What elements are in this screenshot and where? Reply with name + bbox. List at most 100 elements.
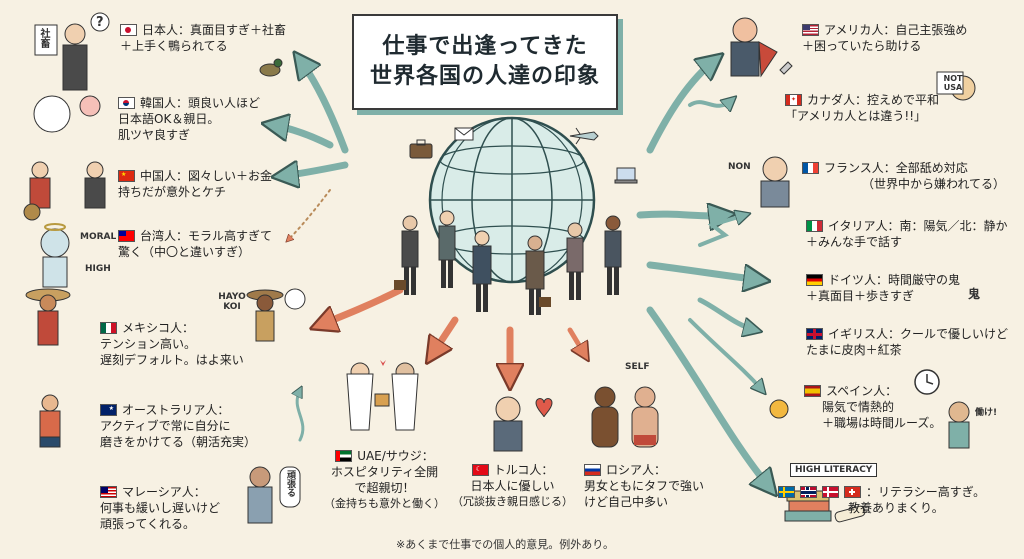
turkey-flag-icon: ☾ <box>471 464 489 476</box>
korea-line-3: 肌ツヤ良すぎ <box>118 128 191 142</box>
arrow-to-china <box>282 165 349 176</box>
australia-line-2: アクティブで常に自分に <box>100 419 231 433</box>
self-bubble: SELF <box>625 362 650 372</box>
australia-runner-figure <box>39 394 61 448</box>
uk-line-2: たまに皮肉＋紅茶 <box>806 343 902 357</box>
uae-line-4: （金持ちも意外と働く） <box>324 497 445 510</box>
arrow-to-mexico <box>320 286 404 325</box>
country-turkey: ☾ トルコ人： 日本人に優しい （冗談抜き親日感じる） <box>452 462 573 510</box>
turkey-line-2: 日本人に優しい <box>470 479 555 493</box>
japan-flag-icon <box>120 24 137 36</box>
mexico-flag-icon <box>100 322 117 334</box>
high-label: HIGH <box>85 264 111 274</box>
arrow-to-usa <box>646 60 715 154</box>
italy-line-1: イタリア人：南：陽気／北：静か <box>828 219 1008 233</box>
arrow-to-uk <box>697 297 755 330</box>
canada-line-1: カナダ人：控えめで平和 <box>807 93 940 107</box>
country-taiwan: 台湾人：モラル高すぎて 驚く（中〇と違いすぎ） <box>118 228 272 260</box>
shachiku-sign: 社畜 <box>38 28 49 48</box>
uae-flag-icon <box>335 450 353 462</box>
hatarake-bubble: 働け! <box>975 408 998 418</box>
arrow-to-canada <box>688 100 732 106</box>
malaysia-line-2: 何事も緩いし遅いけど <box>100 501 221 515</box>
mexico-line-1: メキシコ人： <box>122 321 195 335</box>
taiwan-line-2: 驚く（中〇と違いすぎ） <box>118 245 251 259</box>
germany-line-1: ドイツ人：時間厳守の鬼 <box>828 273 961 287</box>
spain-line-2: 陽気で情熱的 <box>822 400 895 414</box>
country-korea: 韓国人：頭良い人ほど 日本語OK＆親日。 肌ツヤ良すぎ <box>118 95 260 143</box>
japan-line-1: 日本人：真面目すぎ＋社畜 <box>142 23 287 37</box>
korea-line-2: 日本語OK＆親日。 <box>118 112 220 126</box>
uae-line-3: で超親切！ <box>354 481 415 495</box>
nordic-line-1: ：リテラシー高すぎ。 <box>866 485 986 499</box>
russia-flag-icon <box>584 464 601 476</box>
russia-line-2: 男女ともにタフで強い <box>584 479 705 493</box>
malaysia-figure <box>247 466 301 524</box>
arrow-to-germany <box>646 261 760 280</box>
turkey-line-1: トルコ人： <box>493 463 554 477</box>
arrow-to-france <box>636 214 725 216</box>
country-australia: ★オーストラリア人： アクティブで常に自分に 磨きをかけてる（朝活充実） <box>100 402 256 450</box>
country-uae: UAE/サウジ： ホスピタリティ全開 で超親切！ （金持ちも意外と働く） <box>324 448 445 512</box>
japan-worker-figure <box>34 12 110 91</box>
arrow-to-uae <box>432 316 459 355</box>
non-bubble: NON <box>728 162 751 172</box>
laptop-icon <box>614 167 638 184</box>
rocket-icon <box>779 61 793 75</box>
denmark-flag-icon <box>822 486 839 498</box>
spain-line-3: ＋職場は時間ルーズ。 <box>822 416 942 430</box>
not-usa-sign: NOT USA <box>943 74 963 92</box>
country-malaysia: マレーシア人： 何事も緩いし遅いけど 頑張ってくれる。 <box>100 484 220 532</box>
uae-line-2: ホスピタリティ全開 <box>330 465 439 479</box>
russia-line-3: けど自己中多い <box>584 495 669 509</box>
russia-bears-figure <box>591 386 659 448</box>
main-title: 仕事で出逢ってきた 世界各国の人達の印象 <box>352 14 618 110</box>
envelope-icon <box>454 127 474 141</box>
country-canada: ✦ カナダ人：控えめで平和 「アメリカ人とは違う!!」 <box>785 92 939 124</box>
malaysia-flag-icon <box>100 486 117 498</box>
italy-flag-icon <box>806 220 823 232</box>
france-line-1: フランス人：全部舐め対応 <box>824 161 968 175</box>
country-russia: ロシア人： 男女ともにタフで強い けど自己中多い <box>584 462 704 510</box>
arrows-right <box>636 60 770 488</box>
uk-flag-icon <box>806 328 823 340</box>
korea-line-1: 韓国人：頭良い人ほど <box>140 96 261 110</box>
arrows-left <box>272 60 404 442</box>
china-flag-icon: ★ <box>118 170 135 182</box>
mexico-line-3: 遅刻デフォルト。はよ来い <box>100 353 244 367</box>
sweden-flag-icon <box>778 486 795 498</box>
arrow-to-australia <box>297 390 305 442</box>
country-italy: イタリア人：南：陽気／北：静か ＋みんな手で話す <box>806 218 1008 250</box>
oni-label: 鬼 <box>968 287 981 301</box>
country-germany: ドイツ人：時間厳守の鬼 ＋真面目＋歩きすぎ <box>806 272 960 304</box>
usa-figure <box>730 17 778 78</box>
canada-flag-icon: ✦ <box>785 94 802 106</box>
malaysia-line-1: マレーシア人： <box>122 485 206 499</box>
running-late-figure <box>246 288 306 342</box>
turkey-line-3: （冗談抜き親日感じる） <box>452 495 573 508</box>
moral-sign: MORAL <box>80 232 117 242</box>
malaysia-line-3: 頑張ってくれる。 <box>100 517 196 531</box>
canada-line-2: 「アメリカ人とは違う!!」 <box>785 109 927 123</box>
switzerland-flag-icon <box>844 486 861 498</box>
turkey-figure <box>493 396 553 452</box>
germany-flag-icon <box>806 274 823 286</box>
canada-figure <box>936 71 976 101</box>
taiwan-figure <box>40 223 70 288</box>
arrow-to-italy <box>698 215 745 247</box>
italy-line-2: ＋みんな手で話す <box>806 235 903 249</box>
clock-icon <box>914 369 940 395</box>
taiwan-line-1: 台湾人：モラル高すぎて <box>140 229 273 243</box>
china-line-2: 持ちだが意外とケチ <box>118 185 227 199</box>
korea-flag-icon <box>118 97 135 109</box>
korea-face-figure <box>33 95 101 133</box>
uae-figures <box>346 360 419 431</box>
sun-icon <box>769 399 789 419</box>
question-mark: ? <box>96 15 104 30</box>
nordic-line-2: 教養ありまくり。 <box>848 501 944 515</box>
arrow-to-korea <box>272 125 334 149</box>
hayo-koi-bubble: HAYO KOI <box>218 292 246 312</box>
country-spain: スペイン人： 陽気で情熱的 ＋職場は時間ルーズ。 <box>804 383 941 431</box>
duck-icon <box>259 58 283 77</box>
